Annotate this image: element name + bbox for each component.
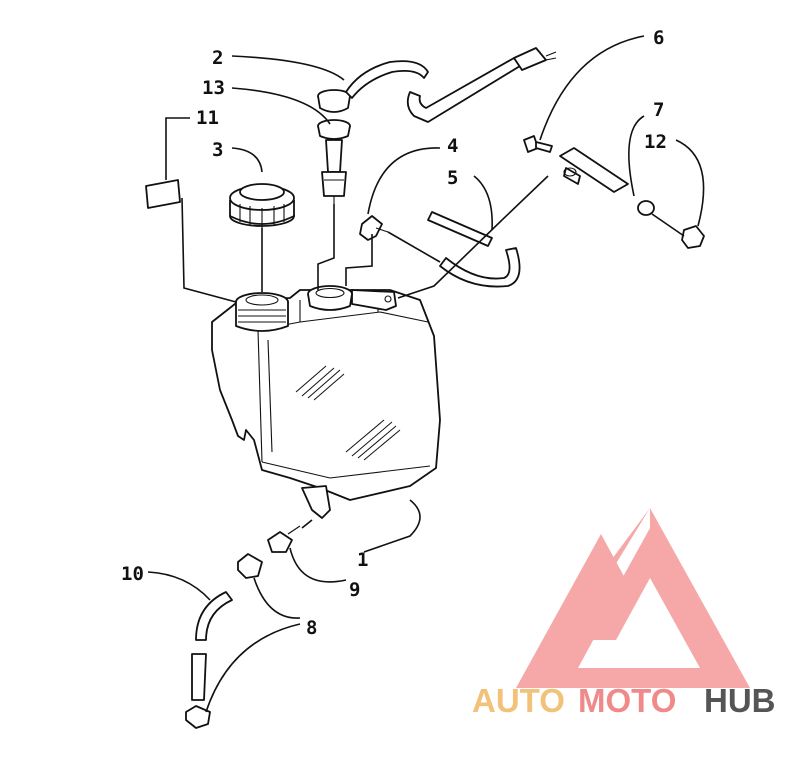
sender-neck [307, 285, 353, 311]
filler-cap [229, 183, 295, 228]
watermark-hub: HUB [704, 682, 776, 719]
tank-reflection [295, 365, 401, 461]
callout-1: 1 [357, 549, 368, 571]
level-sender [317, 89, 351, 204]
lock-nut [681, 225, 705, 249]
callout-10: 10 [121, 563, 144, 585]
callout-11: 11 [196, 107, 219, 129]
filler-neck [235, 292, 289, 332]
mount-bracket [559, 147, 629, 193]
outlet-fitting [267, 525, 301, 553]
hose-clamp-upper [237, 553, 263, 579]
hose-clamp-lower [185, 705, 211, 729]
callout-9: 9 [349, 579, 360, 601]
vent-hose [427, 211, 521, 288]
callout-labels: 1 2 3 4 5 6 7 8 9 10 11 12 13 [121, 27, 667, 639]
watermark-logo [516, 508, 750, 688]
washer [637, 200, 655, 216]
oil-tank [211, 285, 441, 519]
decal [145, 179, 181, 209]
wire-harness [345, 47, 557, 123]
leader-lines [147, 35, 705, 713]
callout-8: 8 [306, 617, 317, 639]
callout-5: 5 [447, 167, 458, 189]
bolt [523, 135, 553, 153]
outlet-hose [191, 591, 233, 701]
callout-6: 6 [653, 27, 664, 49]
callout-13: 13 [202, 77, 225, 99]
watermark-auto: AUTO [472, 682, 565, 719]
callout-2: 2 [212, 47, 223, 69]
callout-12: 12 [644, 131, 667, 153]
callout-4: 4 [447, 135, 458, 157]
watermark-wordmark: AUTO MOTO HUB [472, 682, 776, 719]
watermark-triangle [516, 508, 750, 688]
watermark-moto: MOTO [578, 682, 676, 719]
callout-3: 3 [212, 139, 223, 161]
vent-elbow [359, 215, 389, 241]
callout-7: 7 [653, 99, 664, 121]
